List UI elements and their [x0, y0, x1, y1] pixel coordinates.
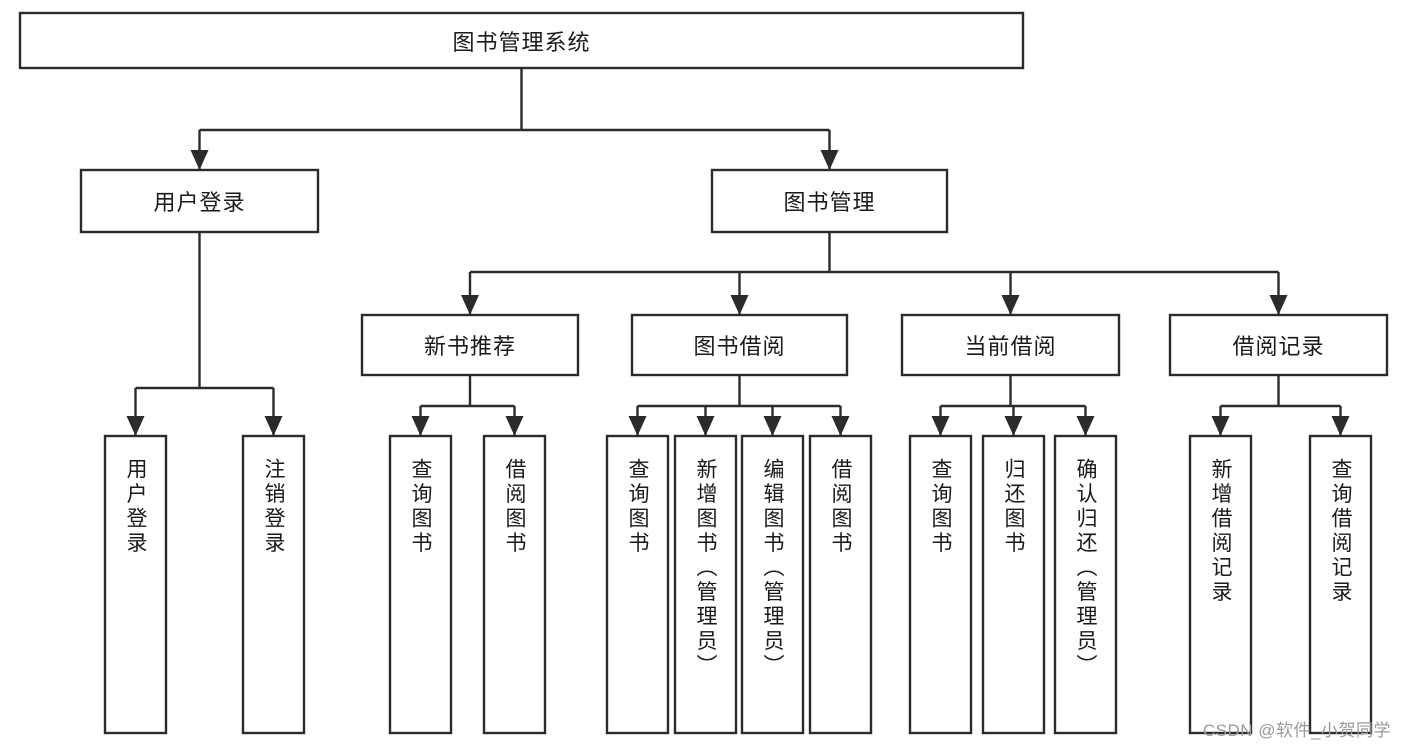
watermark-text: CSDN @软件_小贺同学	[1202, 721, 1391, 740]
arrow-head-icon	[1076, 416, 1095, 436]
node-box-new-book-rec[interactable]	[360, 313, 580, 377]
node-box-leaf-user-logout[interactable]	[241, 434, 306, 735]
arrow-head-icon	[763, 416, 782, 436]
nodes-layer	[18, 11, 1389, 735]
arrow-head-icon	[831, 416, 850, 436]
arrow-head-icon	[126, 416, 145, 436]
node-box-leaf-add-record[interactable]	[1188, 434, 1253, 735]
node-box-book-manage[interactable]	[710, 168, 949, 234]
node-box-leaf-query-book-3[interactable]	[908, 434, 973, 735]
arrow-head-icon	[411, 416, 430, 436]
node-box-leaf-borrow-book-2[interactable]	[808, 434, 873, 735]
arrow-head-icon	[1001, 295, 1020, 315]
arrow-head-icon	[931, 416, 950, 436]
node-box-leaf-query-book-1[interactable]	[388, 434, 453, 735]
edges-layer	[126, 68, 1350, 436]
node-box-leaf-query-book-2[interactable]	[605, 434, 670, 735]
node-box-book-borrow[interactable]	[630, 313, 849, 377]
node-box-leaf-add-book[interactable]	[673, 434, 738, 735]
node-box-user-login[interactable]	[79, 168, 320, 234]
arrow-head-icon	[1269, 295, 1288, 315]
node-box-root[interactable]	[18, 11, 1025, 70]
arrow-head-icon	[1004, 416, 1023, 436]
arrow-head-icon	[730, 295, 749, 315]
arrow-head-icon	[1331, 416, 1350, 436]
node-box-leaf-return-book[interactable]	[981, 434, 1046, 735]
arrow-head-icon	[820, 150, 839, 170]
arrow-head-icon	[628, 416, 647, 436]
node-box-leaf-edit-book[interactable]	[740, 434, 805, 735]
arrow-head-icon	[505, 416, 524, 436]
arrow-head-icon	[1211, 416, 1230, 436]
arrow-head-icon	[264, 416, 283, 436]
arrow-head-icon	[696, 416, 715, 436]
arrow-head-icon	[190, 150, 209, 170]
node-box-borrow-record[interactable]	[1168, 313, 1389, 377]
node-box-leaf-confirm-return[interactable]	[1053, 434, 1118, 735]
node-box-leaf-query-record[interactable]	[1308, 434, 1373, 735]
node-box-current-borrow[interactable]	[900, 313, 1121, 377]
arrow-head-icon	[461, 295, 479, 315]
node-box-leaf-user-login[interactable]	[103, 434, 168, 735]
node-box-leaf-borrow-book-1[interactable]	[482, 434, 547, 735]
